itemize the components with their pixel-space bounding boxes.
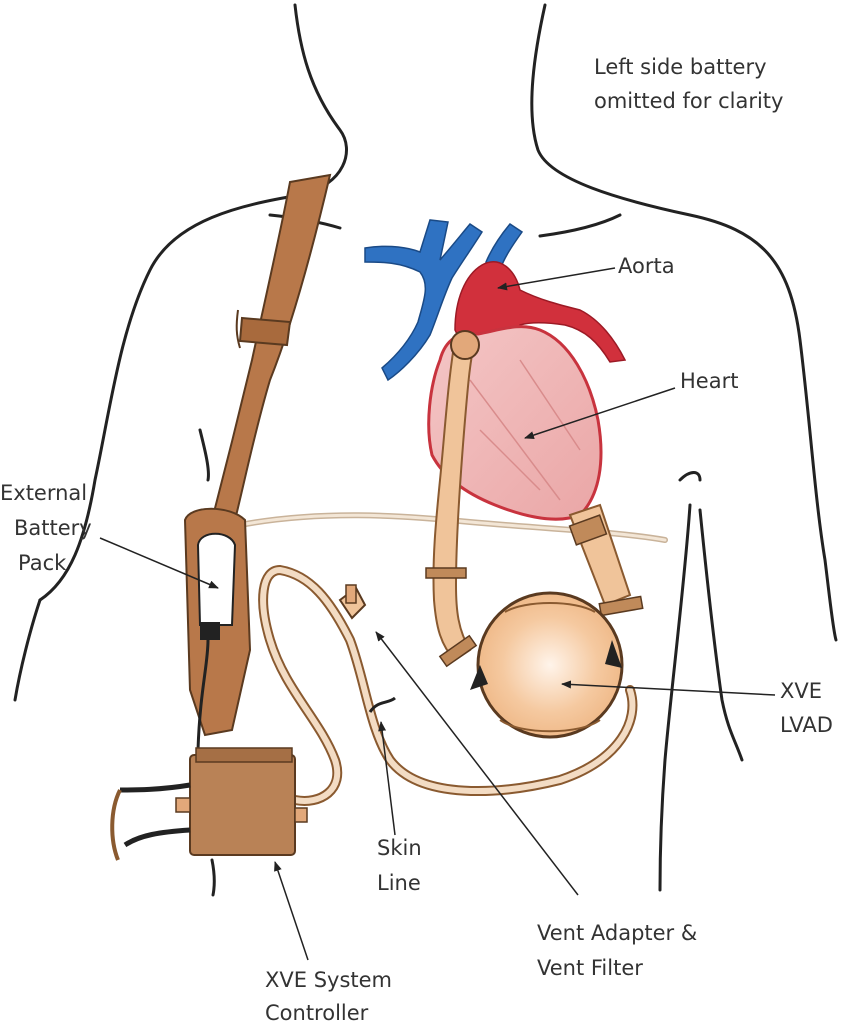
leader-lines <box>99 267 776 961</box>
battery-pack <box>183 507 252 751</box>
aorta-label: Aorta <box>618 254 675 278</box>
vent-label-line-1: Vent Adapter & <box>537 921 697 945</box>
lvad-pump <box>470 591 624 739</box>
heart <box>427 325 603 521</box>
shoulder-strap <box>210 173 332 521</box>
conduits <box>425 330 644 668</box>
vent-adapter <box>338 584 367 620</box>
skin-line-label-line-2: Line <box>377 871 421 895</box>
battery-label-line-3: Pack <box>18 551 67 575</box>
battery-label-line-1: External <box>0 481 87 505</box>
body-outline <box>13 3 838 897</box>
controller-label-line-1: XVE System <box>265 968 392 992</box>
note-line-1: Left side battery <box>594 55 767 79</box>
heart-texture <box>469 359 581 501</box>
vent-label-line-2: Vent Filter <box>537 956 643 980</box>
battery-label-line-2: Battery <box>14 516 92 540</box>
system-controller <box>110 747 308 861</box>
skin-line-label-line-1: Skin <box>377 836 422 860</box>
heart-label: Heart <box>680 369 738 393</box>
lvad-label-line-2: LVAD <box>780 713 833 737</box>
note-line-2: omitted for clarity <box>594 89 783 113</box>
lvad-label-line-1: XVE <box>780 679 822 703</box>
controller-label-line-2: Controller <box>265 1001 369 1024</box>
